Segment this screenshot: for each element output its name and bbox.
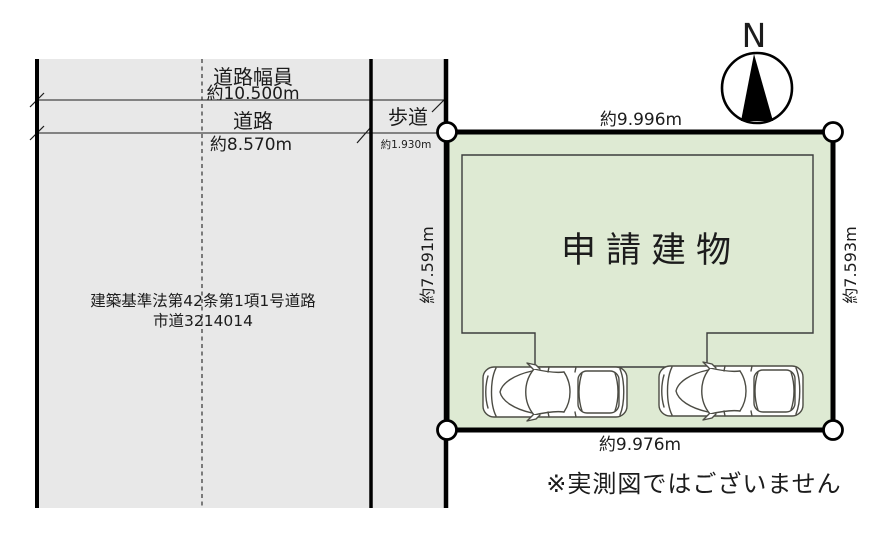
car-top-view-icon-right [658,361,804,421]
sidewalk-label: 歩道 [388,105,428,129]
road-width-label: 道路幅員 [213,65,293,89]
road-value: 約8.570m [210,135,292,155]
plot-corner-markers [436,121,844,441]
plot-corner-marker-bottom-left [436,419,458,441]
building-label: 申請建物 [561,231,741,271]
car-top-view-icon-left [482,362,628,422]
road-area [35,59,448,508]
road-legal-text-line2: 市道3214014 [153,312,253,330]
plot-left-dimension: 約7.591m [418,226,437,303]
disclaimer-note: ※実測図ではございません [546,470,841,498]
plot-right-dimension: 約7.593m [841,226,860,303]
sidewalk-value: 約1.930m [381,138,432,151]
road-legal-text-line1: 建築基準法第42条第1項1号道路 [90,292,316,310]
plot-bottom-dimension: 約9.976m [599,435,681,455]
plot-corner-marker-top-left [436,121,458,143]
plot-corner-marker-bottom-right [822,419,844,441]
dimension-tick [356,126,372,144]
north-arrow-icon [741,54,773,121]
road-width-value: 約10.500m [206,84,299,104]
road-label: 道路 [233,109,273,133]
north-label: N [742,16,767,55]
north-compass: N [720,16,794,125]
plot-top-dimension: 約9.996m [600,110,682,130]
dimension-tick [431,97,447,113]
plot-corner-marker-top-right [822,121,844,143]
